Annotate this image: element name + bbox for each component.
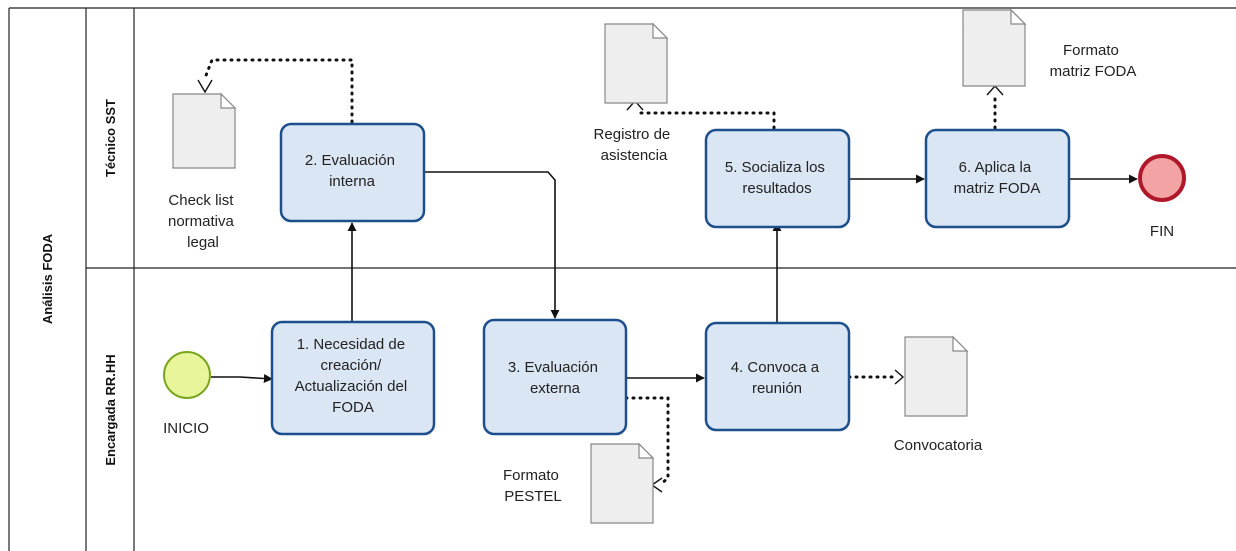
svg-text:2. Evaluación interna: 2. Evaluación interna <box>305 152 399 190</box>
document-checklist-line-2: normativa <box>168 213 235 230</box>
document-convocatoria-label: Convocatoria <box>894 437 983 454</box>
svg-text:Check list normativa: Check list normativa legal <box>168 192 238 251</box>
task-4-line-2: reunión <box>752 380 802 397</box>
svg-text:5. Socializa los resulta: 5. Socializa los resultados <box>725 159 829 197</box>
sequence-flows <box>211 171 1138 383</box>
svg-text:1. Necesidad de creación: 1. Necesidad de creación/ Actualización … <box>295 336 412 416</box>
document-pestel[interactable]: Formato PESTEL <box>503 442 655 524</box>
task-5-line-2: resultados <box>742 180 811 197</box>
task-2-line-1: 2. Evaluación <box>305 152 395 169</box>
svg-text:3. Evaluación externa: 3. Evaluación externa <box>508 359 602 397</box>
document-pestel-line-2: PESTEL <box>504 488 562 505</box>
svg-text:Formato matriz FODA: Formato matriz FODA <box>1050 42 1137 80</box>
document-convocatoria[interactable]: Convocatoria <box>894 335 983 454</box>
svg-text:Registro de asistencia: Registro de asistencia <box>594 126 675 164</box>
task-3-line-1: 3. Evaluación <box>508 359 598 376</box>
svg-text:4. Convoca a reunión: 4. Convoca a reunión <box>731 359 824 397</box>
task-1-line-1: 1. Necesidad de <box>297 336 405 353</box>
pool: Análisis FODA Técnico SST Encargada RR.H… <box>8 7 1236 551</box>
end-event[interactable]: FIN <box>1138 154 1186 240</box>
task-6-line-2: matriz FODA <box>954 180 1041 197</box>
task-1[interactable]: 1. Necesidad de creación/ Actualización … <box>270 320 436 436</box>
document-matriz-line-2: matriz FODA <box>1050 63 1137 80</box>
task-2-line-2: interna <box>329 173 376 190</box>
task-5[interactable]: 5. Socializa los resultados <box>704 128 851 229</box>
task-3[interactable]: 3. Evaluación externa <box>482 318 628 436</box>
document-checklist-line-1: Check list <box>168 192 234 209</box>
task-2[interactable]: 2. Evaluación interna <box>279 122 426 223</box>
end-event-label: FIN <box>1150 223 1174 240</box>
task-4-line-1: 4. Convoca a <box>731 359 820 376</box>
assoc-t3-pestel <box>624 396 670 487</box>
document-registro[interactable]: Registro de asistencia <box>594 22 675 164</box>
document-registro-line-1: Registro de <box>594 126 671 143</box>
assoc-t2-checklist <box>203 58 354 124</box>
document-icon <box>604 23 668 104</box>
task-1-line-3: Actualización del <box>295 378 408 395</box>
document-pestel-line-1: Formato <box>503 467 559 484</box>
task-1-line-2: creación/ <box>320 357 382 374</box>
flow-start-to-t1 <box>211 374 273 383</box>
document-icon <box>904 336 968 417</box>
start-event-label: INICIO <box>163 420 209 437</box>
task-6-line-1: 6. Aplica la <box>959 159 1032 176</box>
svg-text:Formato PESTEL: Formato PESTEL <box>503 467 563 505</box>
task-4[interactable]: 4. Convoca a reunión <box>704 321 851 432</box>
pool-label: Análisis FODA <box>40 233 55 324</box>
document-icon <box>590 443 654 524</box>
task-6[interactable]: 6. Aplica la matriz FODA <box>924 128 1071 229</box>
document-checklist[interactable]: Check list normativa legal <box>168 92 238 251</box>
start-event-circle[interactable] <box>163 351 211 399</box>
task-1-line-4: FODA <box>332 399 374 416</box>
task-3-line-2: externa <box>530 380 581 397</box>
document-icon <box>172 93 236 169</box>
document-matriz[interactable]: Formato matriz FODA <box>962 8 1137 87</box>
start-event[interactable]: INICIO <box>163 351 211 437</box>
lane-label-tecnico: Técnico SST <box>103 99 118 177</box>
flow-t2-to-t3 <box>424 171 560 319</box>
document-checklist-line-3: legal <box>187 234 219 251</box>
assoc-t5-registro <box>633 111 776 130</box>
svg-text:6. Aplica la matriz FOD: 6. Aplica la matriz FODA <box>954 159 1041 197</box>
end-event-circle[interactable] <box>1138 154 1186 202</box>
document-matriz-line-1: Formato <box>1063 42 1119 59</box>
task-5-line-1: 5. Socializa los <box>725 159 825 176</box>
lane-label-rrhh: Encargada RR.HH <box>103 354 118 465</box>
document-icon <box>962 9 1026 87</box>
document-registro-line-2: asistencia <box>601 147 668 164</box>
